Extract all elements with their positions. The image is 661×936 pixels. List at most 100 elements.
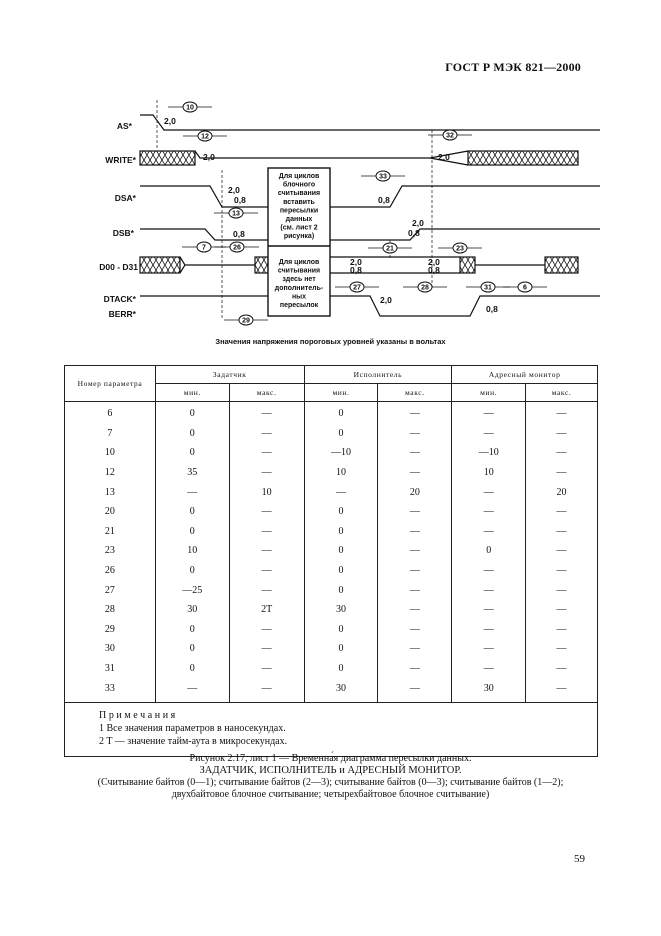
table-cell: — (377, 599, 453, 620)
signal-label-dsa: DSA* (115, 193, 137, 203)
notes-title: Примечания (99, 709, 178, 721)
param-marker-label: 6 (523, 285, 527, 292)
level-low-dsb: 0,8 (233, 229, 245, 239)
param-marker-label: 28 (421, 285, 429, 292)
signal-label-dsb: DSB* (113, 228, 135, 238)
table-cell: — (228, 619, 305, 640)
table-cell: — (451, 580, 527, 600)
box-text-line: считывания (278, 268, 320, 275)
param-marker: 26 (215, 241, 259, 253)
table-cell: — (525, 658, 598, 679)
table-cell: — (377, 423, 453, 444)
param-marker-label: 12 (201, 134, 209, 141)
table-cell: 10 (303, 462, 379, 483)
table-cell: — (228, 639, 305, 659)
table-cell: —25 (154, 580, 230, 600)
figure-caption-line-3: (Считывание байтов (0—1); считывание бай… (97, 777, 564, 788)
table-cell: — (525, 443, 598, 463)
table-cell: 0 (154, 501, 230, 522)
table-cell: 0 (154, 443, 230, 463)
note-item-1: 1 Все значения параметров в наносекундах… (99, 722, 286, 734)
param-marker-label: 7 (202, 245, 206, 252)
table-cell: 0 (303, 560, 379, 581)
box-text-line: Для циклов (279, 259, 320, 266)
signal-label-berr: BERR* (109, 309, 137, 319)
level-high-write-right: 2,0 (438, 152, 450, 162)
table-cell: 0 (303, 619, 379, 640)
level-low-dsb-right: 0,8 (408, 228, 420, 238)
page-number: 59 (574, 853, 585, 865)
table-cell: — (451, 658, 527, 679)
level-high-data-right: 2,0 (428, 257, 440, 267)
table-cell: — (154, 482, 230, 502)
timing-diagram: AS* WRITE* DSA* DSB* D00 - D31 DTACK* BE… (99, 100, 600, 326)
param-number-cell: 30 (64, 639, 156, 659)
table-cell: 0 (154, 560, 230, 581)
table-cell: — (525, 678, 598, 703)
param-number-cell: 7 (64, 423, 156, 444)
table-cell: — (228, 678, 305, 703)
table-cell: — (525, 599, 598, 620)
table-cell: 30 (451, 678, 527, 703)
figure-caption-line-1: Рисунок 2.17, лист 1 — Временна́я диагра… (189, 753, 472, 764)
table-cell: — (451, 501, 527, 522)
waveforms (139, 114, 600, 317)
box-text-line: здесь нет (282, 276, 316, 283)
level-high-dtack: 2,0 (380, 295, 392, 305)
param-marker: 12 (183, 130, 227, 142)
table-cell: 0 (303, 401, 379, 424)
param-marker-label: 33 (379, 174, 387, 181)
table-cell: 0 (154, 521, 230, 542)
param-number-header: Номер параметра (64, 365, 156, 402)
table-cell: — (525, 560, 598, 581)
param-marker: 28 (403, 281, 447, 293)
box-top-text: Для цикловблочногосчитываниявставитьпере… (278, 173, 320, 240)
param-marker-label: 32 (446, 133, 454, 140)
level-low-dsa-right: 0,8 (378, 195, 390, 205)
param-marker-label: 13 (232, 211, 240, 218)
table-cell: —10 (451, 443, 527, 463)
group-header-monitor: Адресный монитор (451, 365, 598, 384)
table-cell: — (525, 580, 598, 600)
subheader-max: макс. (377, 383, 453, 402)
level-low-data: 0,8 (350, 265, 362, 275)
table-cell: 0 (154, 639, 230, 659)
table-cell: 10 (228, 482, 305, 502)
param-marker: 31 (466, 281, 510, 293)
figure-caption-line-4: двухбайтовое блочное считывание; четырех… (171, 789, 490, 800)
parameters-table: Номер параметра Задатчик Исполнитель Адр… (64, 365, 598, 757)
table-cell: — (525, 462, 598, 483)
param-number-cell: 26 (64, 560, 156, 581)
table-cell: — (525, 619, 598, 640)
table-cell: 10 (154, 541, 230, 561)
subheader-min: мин. (303, 383, 379, 402)
table-row: 27—25—0——— (64, 580, 598, 600)
subheader-max: макс. (228, 383, 305, 402)
subheader-min: мин. (451, 383, 527, 402)
table-cell: — (377, 521, 453, 542)
table-cell: 0 (154, 619, 230, 640)
param-marker-label: 29 (242, 318, 250, 325)
param-marker: 29 (224, 314, 268, 326)
table-cell: 10 (451, 462, 527, 483)
param-number-cell: 28 (64, 599, 156, 620)
table-cell: 30 (154, 599, 230, 620)
param-number-cell: 33 (64, 678, 156, 703)
table-cell: — (377, 443, 453, 463)
level-low-berr: 0,8 (486, 304, 498, 314)
table-cell: 30 (303, 678, 379, 703)
param-number-cell: 13 (64, 482, 156, 502)
table-cell: — (525, 521, 598, 542)
table-cell: — (525, 423, 598, 444)
table-cell: 20 (525, 482, 598, 502)
level-high-dsb: 2,0 (412, 218, 424, 228)
level-low-data-right: 0,8 (428, 265, 440, 275)
